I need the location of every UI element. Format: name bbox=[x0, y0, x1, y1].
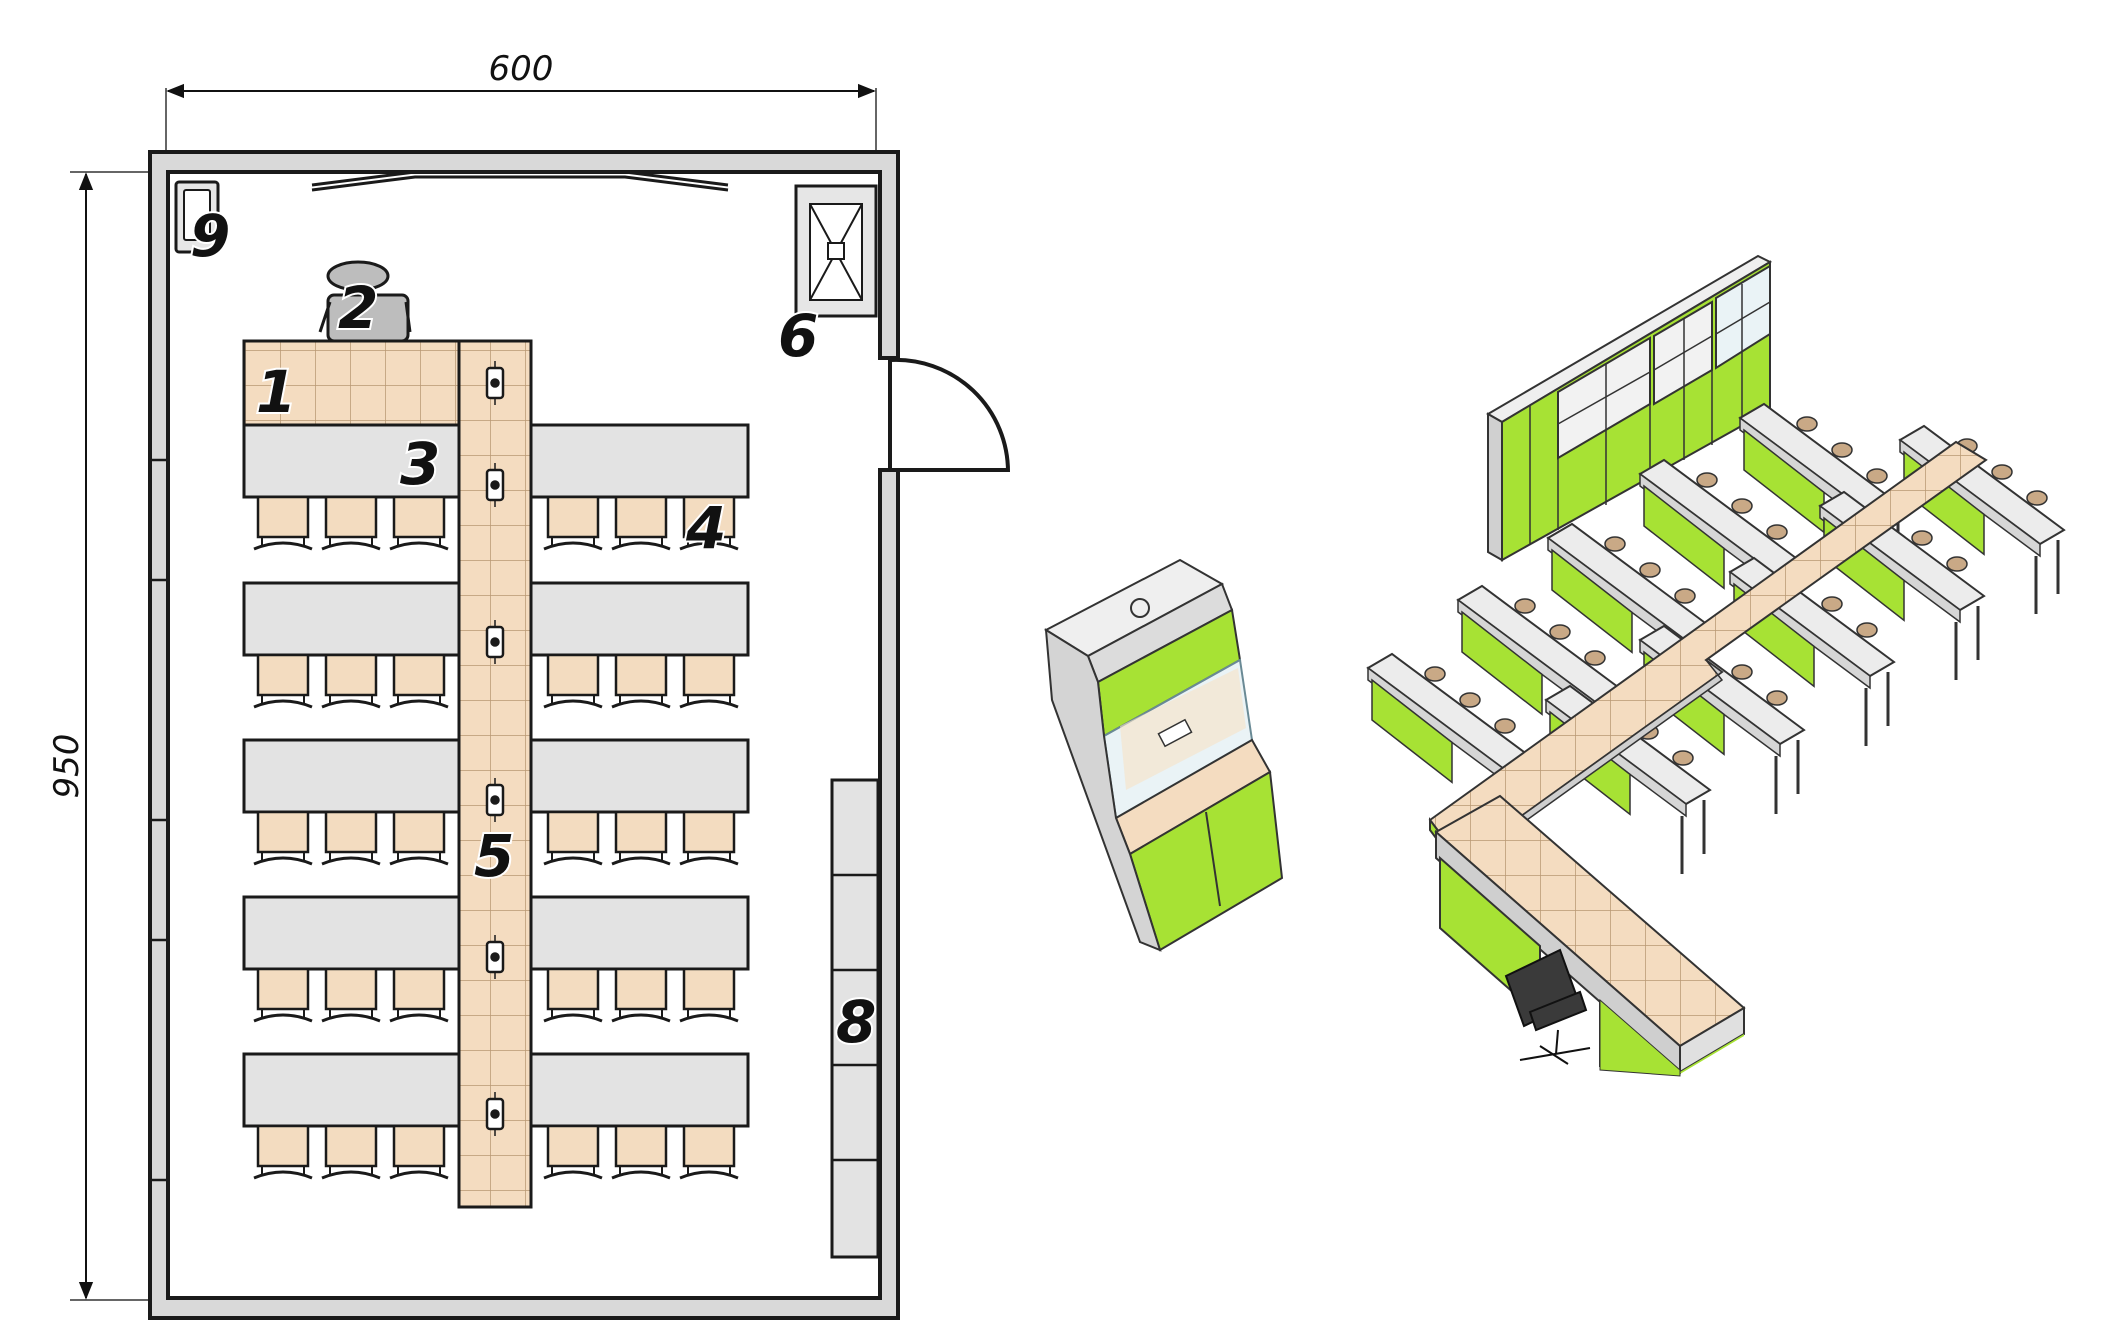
student-chair bbox=[611, 967, 671, 1023]
entrance-door bbox=[888, 357, 1011, 473]
student-chair bbox=[253, 1124, 313, 1180]
student-chair bbox=[389, 810, 449, 866]
student-chair bbox=[321, 1124, 381, 1180]
student-chair bbox=[389, 653, 449, 709]
desk-right-3 bbox=[529, 738, 750, 814]
outlet-icon bbox=[485, 935, 505, 979]
desk-right-5 bbox=[529, 1052, 750, 1128]
student-chair bbox=[679, 810, 739, 866]
teacher-chair-2 bbox=[318, 260, 412, 343]
callout-1: 1 bbox=[256, 358, 296, 426]
storage-wall-3d bbox=[1486, 254, 1773, 562]
callout-labels: 1 2 3 4 5 6 8 9 bbox=[188, 200, 878, 1058]
desk-left-4 bbox=[242, 895, 461, 971]
student-chair bbox=[253, 653, 313, 709]
student-chair bbox=[543, 810, 603, 866]
desk-right-4 bbox=[529, 895, 750, 971]
left-wall-windows bbox=[150, 458, 168, 1182]
student-chair bbox=[253, 495, 313, 551]
student-chair bbox=[321, 653, 381, 709]
student-chair bbox=[543, 653, 603, 709]
student-chair bbox=[679, 495, 739, 551]
student-chair bbox=[611, 653, 671, 709]
iso-desk-left-3 bbox=[1546, 522, 1714, 712]
fume-hood-6 bbox=[794, 184, 878, 318]
outlet-icon bbox=[485, 361, 505, 405]
student-chair bbox=[679, 653, 739, 709]
outlet-icon bbox=[485, 778, 505, 822]
iso-desks bbox=[1366, 402, 2066, 874]
iso-teacher-chair bbox=[1504, 948, 1591, 1065]
height-dimension-label: 950 bbox=[47, 734, 87, 799]
callout-8: 8 bbox=[836, 988, 876, 1056]
student-chair bbox=[543, 967, 603, 1023]
height-dimension: 950 bbox=[47, 171, 165, 1301]
desk-left-2 bbox=[242, 581, 461, 657]
callout-9: 9 bbox=[190, 202, 230, 270]
top-wall-window bbox=[311, 170, 729, 192]
callout-2: 2 bbox=[338, 274, 378, 342]
width-dimension: 600 bbox=[165, 49, 877, 150]
student-chair bbox=[679, 967, 739, 1023]
iso-desk-left-5 bbox=[1738, 402, 1906, 592]
callout-6: 6 bbox=[778, 302, 818, 370]
outlet-icon bbox=[485, 1092, 505, 1136]
student-chair bbox=[611, 1124, 671, 1180]
student-chair bbox=[253, 967, 313, 1023]
student-chair bbox=[611, 810, 671, 866]
student-chair bbox=[389, 1124, 449, 1180]
desk-right-1 bbox=[529, 423, 750, 499]
student-chair bbox=[611, 495, 671, 551]
student-chair bbox=[543, 495, 603, 551]
desk-left-1 bbox=[242, 423, 461, 499]
callout-3: 3 bbox=[400, 430, 440, 498]
island-outlets bbox=[485, 361, 505, 1136]
desk-left-5 bbox=[242, 1052, 461, 1128]
width-dimension-label: 600 bbox=[489, 49, 554, 89]
outlet-icon bbox=[485, 620, 505, 664]
sink-unit-9 bbox=[174, 180, 220, 254]
student-chair bbox=[321, 495, 381, 551]
outlet-icon bbox=[485, 463, 505, 507]
student-desk-rows bbox=[242, 423, 750, 1180]
wall-storage-8 bbox=[830, 778, 880, 1259]
student-chair bbox=[321, 967, 381, 1023]
student-chair bbox=[679, 1124, 739, 1180]
teacher-worktop-1 bbox=[242, 339, 461, 427]
student-chair bbox=[389, 967, 449, 1023]
desk-left-3 bbox=[242, 738, 461, 814]
iso-teacher-bench bbox=[1434, 794, 1746, 1077]
callout-4: 4 bbox=[685, 494, 726, 562]
fume-hood-3d bbox=[1043, 558, 1284, 952]
student-chair bbox=[543, 1124, 603, 1180]
student-chair bbox=[253, 810, 313, 866]
callout-5: 5 bbox=[474, 822, 514, 890]
desk-right-2 bbox=[529, 581, 750, 657]
student-chair bbox=[389, 495, 449, 551]
student-chair bbox=[321, 810, 381, 866]
